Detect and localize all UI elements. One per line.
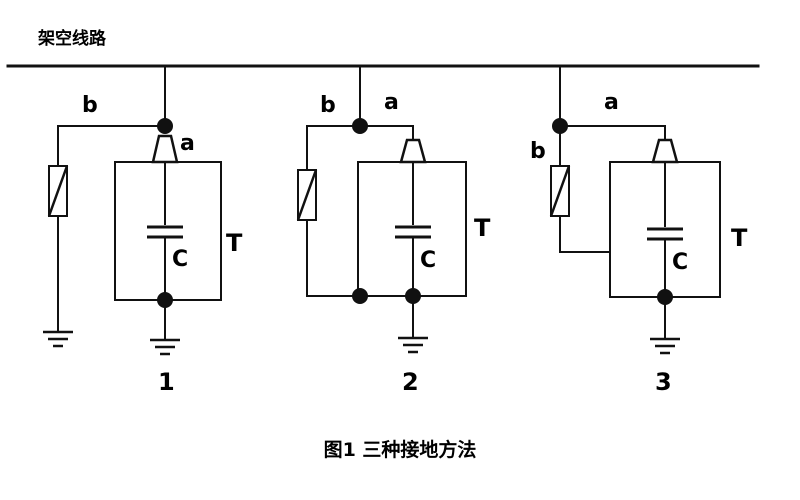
capacitor-icon: [395, 161, 431, 297]
lightning-arrester-icon: [47, 165, 69, 217]
circuit-2: b a C T 2: [296, 65, 491, 396]
arrester-branch-wire: [57, 125, 166, 167]
point-b-label: b: [320, 93, 336, 118]
earth-ground-icon: [150, 338, 180, 356]
arrester-to-tank-wire: [559, 215, 611, 253]
capacitor-label: C: [172, 247, 188, 272]
circuit-number: 2: [402, 368, 419, 396]
circuit-1: b a C T 1: [43, 65, 243, 396]
capacitor-label: C: [420, 248, 436, 273]
earth-ground-icon: [398, 336, 428, 354]
arrester-branch-wire: [306, 125, 361, 171]
capacitor-icon: [147, 161, 183, 301]
transformer-label: T: [731, 224, 748, 252]
insulator-bushing-icon: [651, 138, 679, 164]
bushing-feed-wire: [359, 125, 414, 143]
circuit-number: 1: [158, 368, 175, 396]
point-b-label: b: [530, 139, 546, 164]
circuit-3: a b C T 3: [530, 65, 748, 396]
transformer-tank: [114, 161, 222, 301]
bushing-feed-wire: [559, 125, 666, 143]
insulator-bushing-icon: [399, 138, 427, 164]
transformer-label: T: [474, 214, 491, 242]
junction-dot-icon: [352, 118, 368, 134]
earth-ground-icon: [650, 337, 680, 355]
transformer-label: T: [226, 229, 243, 257]
junction-dot-icon: [552, 118, 568, 134]
figure-caption: 图1 三种接地方法: [324, 438, 477, 461]
junction-dot-icon: [157, 118, 173, 134]
lightning-arrester-icon: [549, 165, 571, 217]
insulator-bushing-icon: [151, 134, 179, 164]
junction-dot-icon: [352, 288, 368, 304]
earth-ground-icon: [43, 330, 73, 348]
circuit-number: 3: [655, 368, 672, 396]
capacitor-icon: [647, 161, 683, 298]
capacitor-label: C: [672, 250, 688, 275]
overhead-line-label: 架空线路: [38, 28, 107, 49]
point-a-label: a: [180, 131, 195, 156]
lightning-arrester-icon: [296, 169, 318, 221]
point-a-label: a: [384, 90, 399, 115]
point-b-label: b: [82, 93, 98, 118]
point-a-label: a: [604, 90, 619, 115]
